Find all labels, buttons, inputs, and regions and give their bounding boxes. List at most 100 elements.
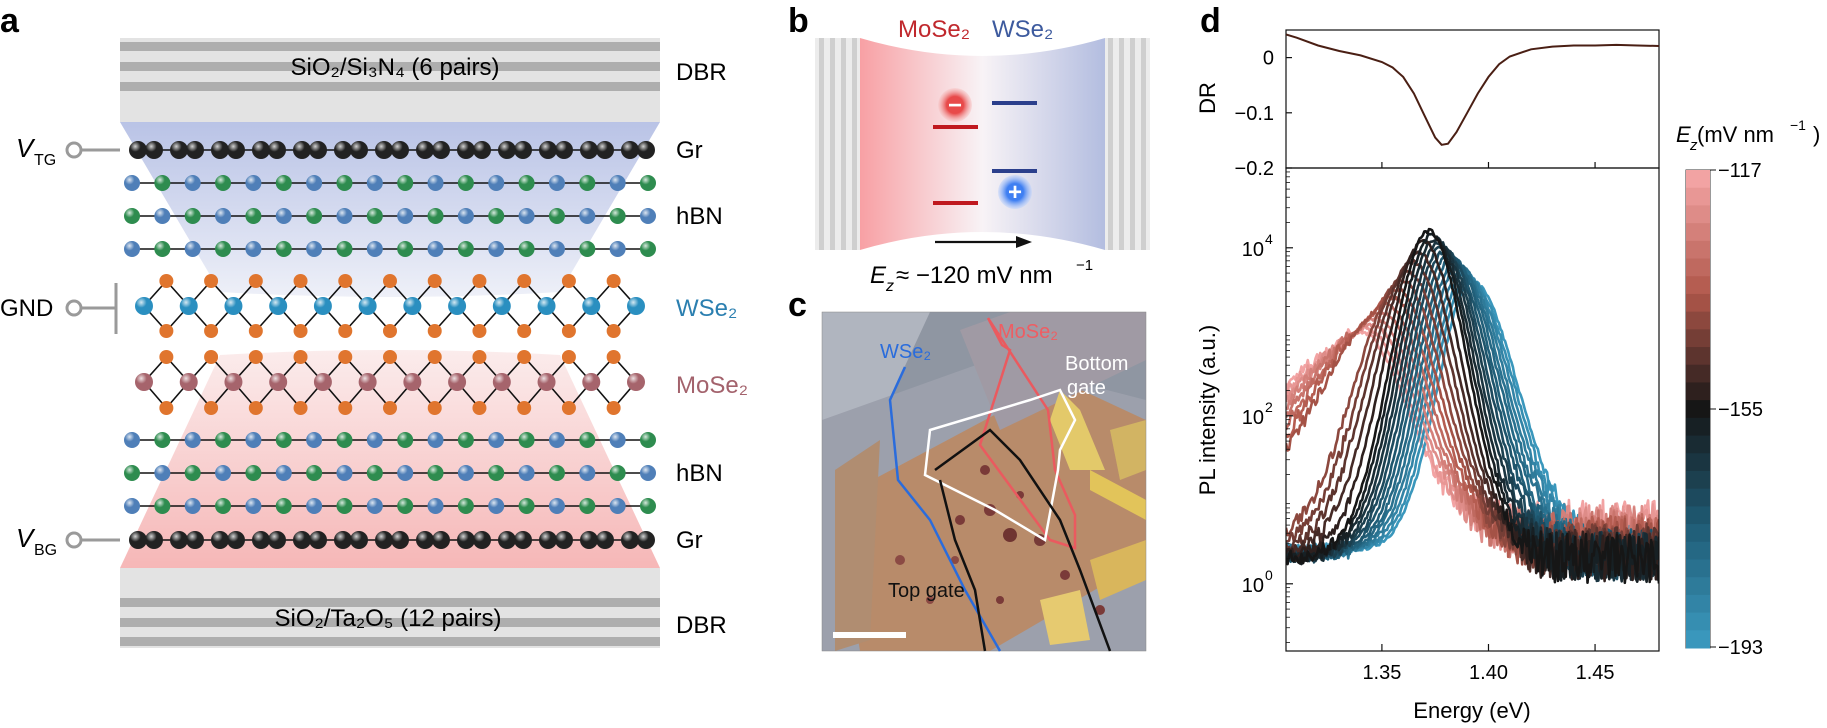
graphene-top-atom-shine: [268, 141, 286, 159]
hbn-top-atom-shine: [397, 241, 414, 257]
hbn-top-atom-shine: [336, 175, 353, 191]
hbn-top-atom-shine: [579, 208, 596, 224]
panel-a-heterostructure-schematic: a SiO₂/Si₃N₄ (6 pairs) DBR SiO₂/Ta₂O₅ (1…: [0, 2, 748, 648]
graphene-bottom-atom-shine: [252, 531, 270, 549]
hbn-bottom-atom-shine: [245, 465, 262, 481]
svg-text:BG: BG: [34, 542, 57, 559]
hbn-bottom-atom-shine: [124, 498, 140, 514]
svg-text:GND: GND: [0, 295, 53, 322]
wse2-metal-atom-shine: [358, 297, 377, 315]
mose2-metal-atom-shine: [582, 373, 601, 391]
hbn-bottom-atom-shine: [336, 465, 353, 481]
hbn-bottom-atom-shine: [427, 465, 444, 481]
hbn-bottom-atom-shine: [609, 498, 626, 514]
colorbar-band: [1686, 577, 1710, 596]
hbn-top-atom-shine: [366, 208, 383, 224]
hbn-top-atom-shine: [640, 175, 656, 191]
hbn-bottom-atom-shine: [548, 465, 565, 481]
label-gr-bottom: Gr: [676, 527, 703, 554]
mose2-chalcogen-atom: [159, 350, 174, 364]
graphene-top-atom-shine: [350, 141, 368, 159]
mose2-chalcogen-atom: [204, 401, 219, 415]
svg-text:z: z: [885, 278, 894, 295]
colorbar-title: E z (mV nm −1 ): [1676, 117, 1820, 154]
graphene-top-atom-shine: [432, 141, 450, 159]
hbn-bottom-atom-shine: [457, 432, 474, 448]
hbn-top-atom-shine: [488, 241, 505, 257]
pl-spectrum-curve: [1286, 238, 1659, 583]
hbn-top-atom-shine: [609, 175, 626, 191]
graphene-bottom-atom-shine: [350, 531, 368, 549]
hbn-top-atom-shine: [457, 241, 474, 257]
pl-ytick-exponent: 2: [1265, 399, 1273, 415]
hbn-bottom-atom-shine: [548, 432, 565, 448]
colorbar-band: [1686, 293, 1710, 313]
mose2-chalcogen-atom: [517, 350, 532, 364]
graphene-bottom-atom-shine: [637, 531, 655, 549]
wse2-flake-outline: [888, 366, 1002, 652]
graphene-bottom-atom-shine: [309, 531, 327, 549]
graphene-top-atom-shine: [555, 141, 573, 159]
graphene-bottom-atom-shine: [457, 531, 475, 549]
pl-ytick-exponent: 4: [1265, 231, 1273, 247]
colorbar-band: [1686, 170, 1710, 189]
graphene-top-atom-shine: [457, 141, 475, 159]
hbn-top-atom-shine: [184, 241, 201, 257]
top-dbr-stack: [120, 38, 660, 122]
hbn-bottom-atom-shine: [579, 498, 596, 514]
hbn-bottom-atom-shine: [124, 465, 140, 481]
colorbar-band: [1686, 506, 1710, 525]
graphene-bottom-atom-shine: [227, 531, 245, 549]
hbn-top-atom-shine: [215, 241, 232, 257]
hbn-top-atom-shine: [366, 241, 383, 257]
wse2-metal-atom-shine: [403, 297, 422, 315]
top-dbr-side-label: DBR: [676, 59, 727, 86]
atomic-layers: [124, 141, 656, 549]
graphene-bottom-atom-shine: [514, 531, 532, 549]
graphene-top-atom-shine: [334, 141, 352, 159]
colorbar-tick-bottom: −193: [1718, 637, 1763, 659]
hbn-top-atom-shine: [154, 241, 171, 257]
hbn-bottom-atom-shine: [640, 498, 656, 514]
label-gr-top: Gr: [676, 137, 703, 164]
graphene-bottom-atom-shine: [416, 531, 434, 549]
mose2-chalcogen-atom: [204, 350, 219, 364]
graphene-top-atom-shine: [186, 141, 204, 159]
micro-label-wse2: WSe₂: [880, 341, 931, 363]
colorbar-band: [1686, 559, 1710, 578]
hbn-bottom-atom-shine: [275, 498, 292, 514]
wse2-metal-atom-shine: [448, 297, 467, 315]
hbn-top-atom-shine: [124, 208, 140, 224]
panel-b-letter: b: [788, 2, 809, 40]
graphene-bottom-atom-shine: [432, 531, 450, 549]
graphene-top-atom-shine: [391, 141, 409, 159]
graphene-top-atom-shine: [145, 141, 163, 159]
graphene-top-atom-shine: [514, 141, 532, 159]
hbn-bottom-atom-shine: [488, 465, 505, 481]
mose2-metal-atom-shine: [403, 373, 422, 391]
graphene-top-atom-shine: [637, 141, 655, 159]
hbn-top-atom-shine: [518, 241, 535, 257]
hbn-bottom-atom-shine: [245, 432, 262, 448]
pl-xtick-label: 1.40: [1469, 662, 1508, 684]
hbn-top-atom-shine: [336, 241, 353, 257]
hbn-top-atom-shine: [548, 175, 565, 191]
svg-text:−1: −1: [1790, 117, 1806, 133]
hbn-top-atom-shine: [609, 208, 626, 224]
hbn-bottom-atom-shine: [306, 465, 323, 481]
right-mirror-stripes: [1105, 38, 1150, 250]
pl-ytick-label: 10: [1242, 239, 1264, 261]
colorbar-band: [1686, 594, 1710, 614]
wse2-chalcogen-atom: [606, 324, 621, 338]
hbn-bottom-atom-shine: [154, 432, 171, 448]
pl-ylabel: PL intensity (a.u.): [1195, 325, 1220, 495]
hbn-top-atom-shine: [397, 175, 414, 191]
graphene-top-atom-shine: [596, 141, 614, 159]
hbn-top-atom-shine: [366, 175, 383, 191]
hbn-bottom-atom-shine: [366, 465, 383, 481]
hbn-bottom-atom-shine: [215, 498, 232, 514]
hbn-bottom-atom-shine: [245, 498, 262, 514]
hbn-bottom-atom-shine: [397, 498, 414, 514]
hbn-bottom-atom-shine: [124, 432, 140, 448]
